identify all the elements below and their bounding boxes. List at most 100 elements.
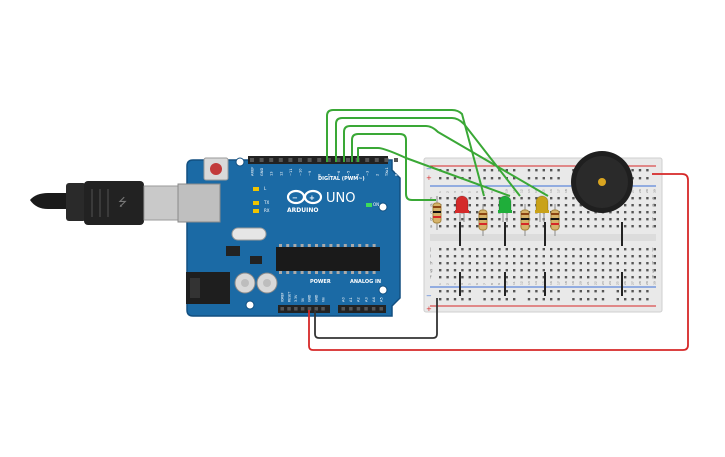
terminal-hole[interactable] xyxy=(594,255,597,258)
rail-hole[interactable] xyxy=(483,169,486,172)
terminal-hole[interactable] xyxy=(550,255,553,258)
terminal-hole[interactable] xyxy=(638,262,642,265)
rail-hole[interactable] xyxy=(646,290,649,293)
terminal-hole[interactable] xyxy=(505,269,508,272)
terminal-hole[interactable] xyxy=(631,262,634,265)
terminal-hole[interactable] xyxy=(535,255,538,258)
terminal-hole[interactable] xyxy=(542,276,545,279)
terminal-hole[interactable] xyxy=(594,276,597,279)
terminal-hole[interactable] xyxy=(527,269,531,272)
terminal-hole[interactable] xyxy=(653,276,656,279)
terminal-hole[interactable] xyxy=(476,262,479,265)
terminal-hole[interactable] xyxy=(631,269,634,272)
terminal-hole[interactable] xyxy=(646,204,649,207)
rail-hole[interactable] xyxy=(505,298,508,301)
terminal-hole[interactable] xyxy=(468,269,471,272)
terminal-hole[interactable] xyxy=(609,255,612,258)
terminal-hole[interactable] xyxy=(446,204,449,207)
terminal-hole[interactable] xyxy=(461,218,464,221)
rail-hole[interactable] xyxy=(624,298,627,301)
terminal-hole[interactable] xyxy=(542,248,545,251)
terminal-hole[interactable] xyxy=(490,225,494,228)
wire-gnd-black[interactable] xyxy=(314,298,438,339)
rail-hole[interactable] xyxy=(550,298,553,301)
rail-hole[interactable] xyxy=(483,298,486,301)
terminal-hole[interactable] xyxy=(505,248,508,251)
terminal-hole[interactable] xyxy=(557,255,560,258)
terminal-hole[interactable] xyxy=(527,248,531,251)
terminal-hole[interactable] xyxy=(579,255,582,258)
terminal-hole[interactable] xyxy=(572,262,575,265)
terminal-hole[interactable] xyxy=(513,218,516,221)
terminal-hole[interactable] xyxy=(572,276,575,279)
terminal-hole[interactable] xyxy=(550,276,553,279)
terminal-hole[interactable] xyxy=(483,248,486,251)
terminal-hole[interactable] xyxy=(587,262,590,265)
reset-button-cap[interactable] xyxy=(210,163,222,175)
terminal-hole[interactable] xyxy=(535,197,538,200)
terminal-hole[interactable] xyxy=(476,255,479,258)
terminal-hole[interactable] xyxy=(572,255,575,258)
terminal-hole[interactable] xyxy=(631,255,634,258)
rail-hole[interactable] xyxy=(535,298,538,301)
terminal-hole[interactable] xyxy=(653,197,656,200)
terminal-hole[interactable] xyxy=(498,248,501,251)
rail-hole[interactable] xyxy=(550,169,553,172)
terminal-hole[interactable] xyxy=(520,204,523,207)
terminal-hole[interactable] xyxy=(461,248,464,251)
terminal-hole[interactable] xyxy=(505,225,508,228)
terminal-hole[interactable] xyxy=(572,269,575,272)
terminal-hole[interactable] xyxy=(550,248,553,251)
terminal-hole[interactable] xyxy=(631,218,634,221)
terminal-hole[interactable] xyxy=(453,204,457,207)
rail-hole[interactable] xyxy=(624,290,627,293)
rail-hole[interactable] xyxy=(535,177,538,180)
terminal-hole[interactable] xyxy=(550,269,553,272)
header-hole[interactable] xyxy=(326,158,331,162)
terminal-hole[interactable] xyxy=(446,248,449,251)
terminal-hole[interactable] xyxy=(587,225,590,228)
terminal-hole[interactable] xyxy=(609,262,612,265)
rail-hole[interactable] xyxy=(446,177,449,180)
resistor-3[interactable] xyxy=(520,204,530,236)
terminal-hole[interactable] xyxy=(535,225,538,228)
terminal-hole[interactable] xyxy=(579,276,582,279)
terminal-hole[interactable] xyxy=(490,197,494,200)
terminal-hole[interactable] xyxy=(550,197,553,200)
rail-hole[interactable] xyxy=(579,290,582,293)
analog-hole[interactable] xyxy=(341,307,346,311)
terminal-hole[interactable] xyxy=(587,211,590,214)
rail-hole[interactable] xyxy=(439,290,442,293)
rail-hole[interactable] xyxy=(542,290,545,293)
terminal-hole[interactable] xyxy=(557,197,560,200)
terminal-hole[interactable] xyxy=(624,276,627,279)
power-hole[interactable] xyxy=(294,307,298,311)
terminal-hole[interactable] xyxy=(609,211,612,214)
terminal-hole[interactable] xyxy=(564,211,568,214)
terminal-hole[interactable] xyxy=(638,197,642,200)
terminal-hole[interactable] xyxy=(572,218,575,221)
terminal-hole[interactable] xyxy=(513,276,516,279)
terminal-hole[interactable] xyxy=(483,276,486,279)
header-hole[interactable] xyxy=(317,158,322,162)
terminal-hole[interactable] xyxy=(646,211,649,214)
terminal-hole[interactable] xyxy=(638,248,642,251)
rail-hole[interactable] xyxy=(542,169,545,172)
rail-hole[interactable] xyxy=(446,290,449,293)
terminal-hole[interactable] xyxy=(468,211,471,214)
resistor-4[interactable] xyxy=(550,204,560,236)
terminal-hole[interactable] xyxy=(624,218,627,221)
power-hole[interactable] xyxy=(314,307,319,311)
rail-hole[interactable] xyxy=(557,177,560,180)
analog-hole[interactable] xyxy=(349,307,353,311)
usb-cable[interactable]: ⭍ xyxy=(30,181,179,225)
terminal-hole[interactable] xyxy=(579,204,582,207)
rail-hole[interactable] xyxy=(601,298,605,301)
terminal-hole[interactable] xyxy=(550,262,553,265)
terminal-hole[interactable] xyxy=(439,197,442,200)
terminal-hole[interactable] xyxy=(483,269,486,272)
terminal-hole[interactable] xyxy=(520,269,523,272)
terminal-hole[interactable] xyxy=(624,225,627,228)
terminal-hole[interactable] xyxy=(579,269,582,272)
terminal-hole[interactable] xyxy=(653,262,656,265)
